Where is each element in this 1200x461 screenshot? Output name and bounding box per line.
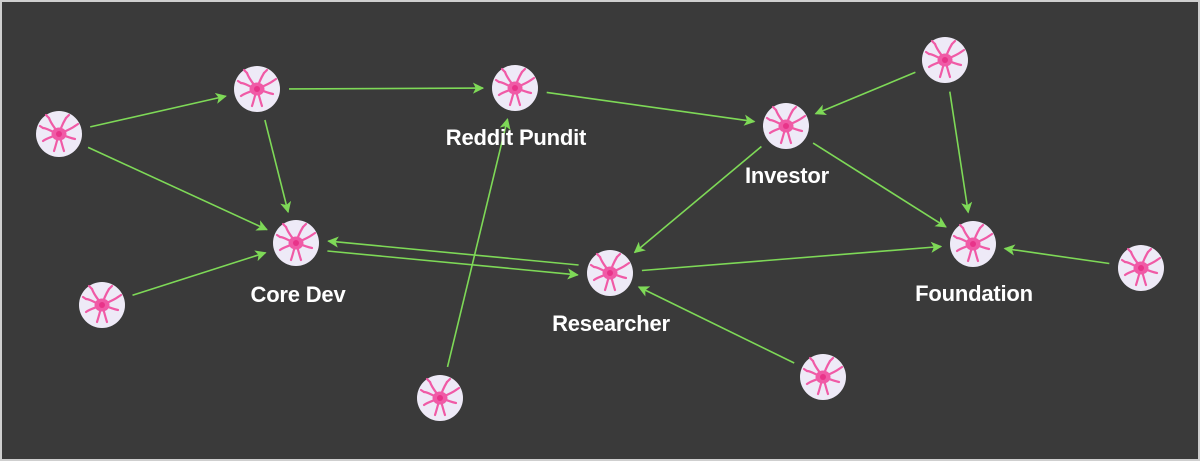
edge-n_researcher-to-n_foundation: [641, 241, 943, 272]
neuron-icon: [765, 105, 807, 145]
node-coredev-in: [79, 282, 125, 328]
neuron-icon: [38, 113, 80, 153]
node-label: Foundation: [915, 281, 1033, 306]
neuron-icon: [1120, 247, 1162, 287]
neuron-icon: [589, 252, 631, 292]
edge-n_bottom_mid-to-n_reddit: [446, 118, 511, 368]
neuron-icon: [494, 67, 536, 107]
edge-n_left-to-n_coredev: [87, 146, 268, 231]
node-right: [1118, 245, 1164, 291]
edge-n_top1-to-n_reddit: [288, 82, 485, 94]
node-bottom-mid: [417, 375, 463, 421]
node-label: Investor: [745, 163, 830, 188]
edge-n_investor-to-n_researcher: [633, 145, 762, 254]
edge-n_left-to-n_top1: [90, 92, 227, 128]
edge-n_topright-to-n_foundation: [949, 91, 973, 214]
node-label: Reddit Pundit: [446, 125, 587, 150]
edge-n_investor-to-n_foundation: [812, 142, 947, 228]
node-reddit: Reddit Pundit: [446, 65, 587, 150]
edge-n_top1-to-n_coredev: [264, 119, 292, 214]
node-researcher: Researcher: [552, 250, 671, 336]
edge-n_coredev-to-n_researcher: [327, 250, 579, 280]
edge-n_researcher-to-n_coredev: [327, 236, 579, 266]
node-investor: Investor: [745, 103, 830, 188]
neuron-icon: [924, 39, 966, 79]
node-bottom-right: [800, 354, 846, 400]
neuron-icon: [81, 284, 123, 324]
neuron-icon: [419, 377, 461, 417]
edge-n_right-to-n_foundation: [1003, 244, 1110, 265]
edge-n_topright-to-n_investor: [814, 71, 916, 116]
edges-layer: [87, 71, 1110, 368]
node-top1: [234, 66, 280, 112]
node-label: Researcher: [552, 311, 670, 336]
edge-n_coredev_in-to-n_coredev: [132, 250, 267, 297]
node-topright: [922, 37, 968, 83]
edge-n_bottom_right-to-n_researcher: [637, 286, 795, 364]
neuron-icon: [802, 356, 844, 396]
neuron-icon: [275, 222, 317, 262]
node-left: [36, 111, 82, 157]
node-coredev: Core Dev: [251, 220, 347, 307]
edge-n_reddit-to-n_investor: [546, 91, 756, 126]
node-foundation: Foundation: [915, 221, 1033, 306]
node-label: Core Dev: [251, 282, 347, 307]
neuron-icon: [952, 223, 994, 263]
neuron-icon: [236, 68, 278, 108]
